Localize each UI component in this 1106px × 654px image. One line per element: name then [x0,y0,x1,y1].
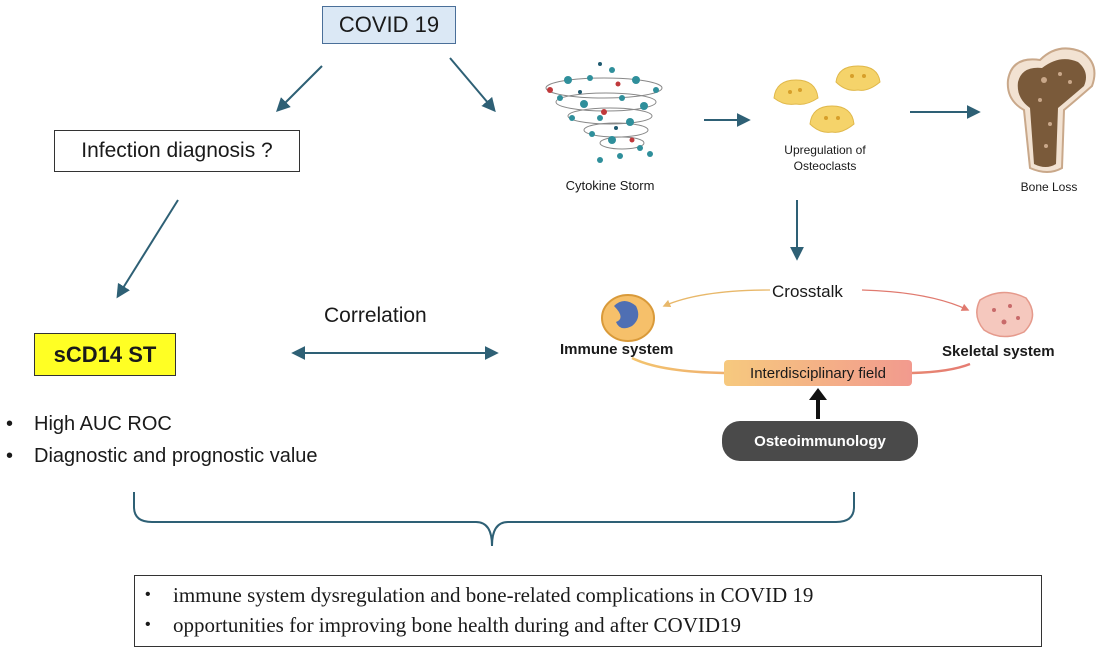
infection-diagnosis-box: Infection diagnosis ? [54,130,300,172]
conclusion-box: immune system dysregulation and bone-rel… [134,575,1042,647]
upregulation-line-1: Upregulation of [784,143,866,157]
immune-cell-icon [601,294,655,342]
list-item: opportunities for improving bone health … [135,610,1041,640]
cytokine-storm-label: Cytokine Storm [565,178,655,193]
crosstalk-label: Crosstalk [772,282,843,301]
osteoimmunology-label: Osteoimmunology [754,432,886,450]
scd14-label: sCD14 ST [53,341,157,367]
osteoimmunology-box: Osteoimmunology [722,421,918,461]
list-item: Diagnostic and prognostic value [6,440,318,472]
scd14-box: sCD14 ST [34,333,176,376]
cytokine-storm-icon [545,62,663,163]
field-arc [631,356,971,375]
crosstalk-arc-left [662,289,771,308]
bone-loss-label: Bone Loss [1020,180,1078,194]
scd14-bullet-list: High AUC ROC Diagnostic and prognostic v… [6,408,318,472]
infection-diagnosis-label: Infection diagnosis ? [81,139,273,162]
summary-brace [133,492,855,547]
conclusion-list: immune system dysregulation and bone-rel… [135,576,1041,640]
upregulation-label: Upregulation of Osteoclasts [762,142,888,174]
correlation-label: Correlation [324,304,427,327]
list-item: High AUC ROC [6,408,318,440]
upregulation-line-2: Osteoclasts [793,159,857,173]
interdisciplinary-field-box: Interdisciplinary field [724,360,912,386]
immune-system-label: Immune system [560,341,674,358]
list-item: immune system dysregulation and bone-rel… [135,580,1041,610]
covid-label: COVID 19 [338,12,440,37]
covid-box: COVID 19 [322,6,456,44]
arrow-covid-to-infection [276,65,323,112]
arrow-covid-to-cytokine [449,57,496,113]
crosstalk-arc-right [861,289,970,311]
bone-icon [1006,47,1096,173]
osteoclasts-icon [773,65,881,133]
skeletal-cell-icon [976,291,1034,338]
arrow-infection-to-scd14 [116,199,179,299]
interdisciplinary-field-label: Interdisciplinary field [750,364,886,382]
skeletal-system-label: Skeletal system [942,343,1055,360]
